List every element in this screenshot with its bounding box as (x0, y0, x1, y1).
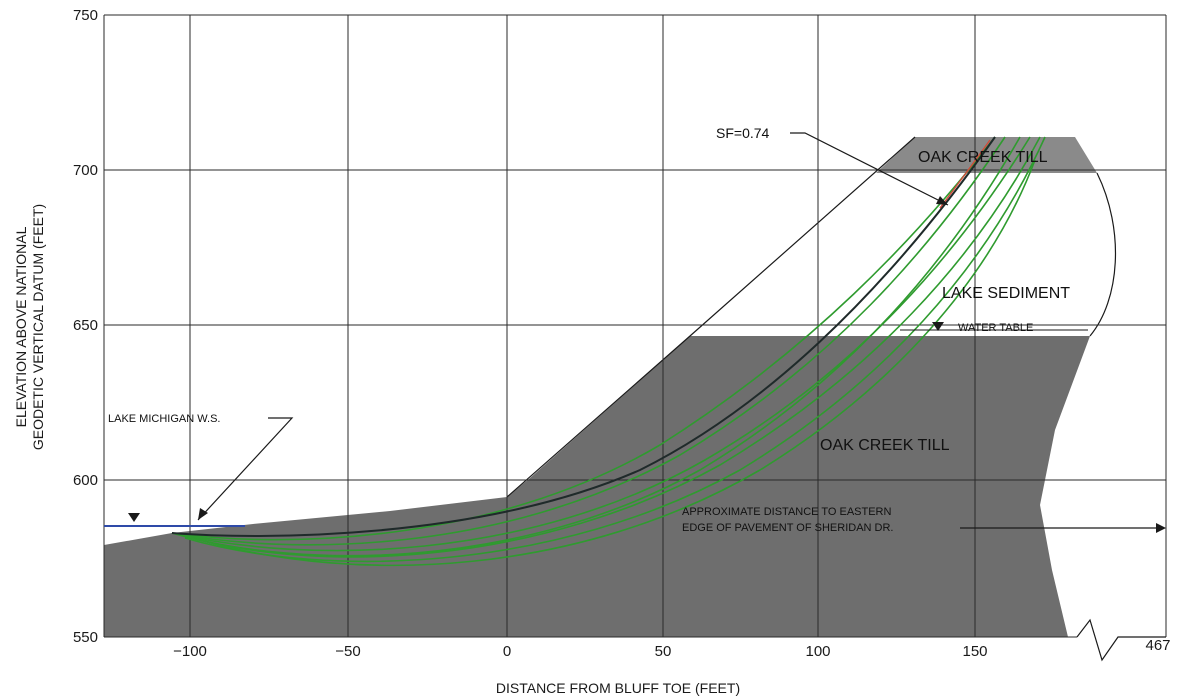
axis-break-symbol (1076, 618, 1166, 662)
label-oak-creek-till-top: OAK CREEK TILL (918, 149, 1048, 166)
lake-sediment-right-boundary (1089, 172, 1117, 337)
trial-slip-surface (171, 136, 996, 541)
water-table-marker (932, 322, 944, 331)
y-tick-650: 650 (73, 317, 98, 334)
label-lake-sediment: LAKE SEDIMENT (942, 285, 1070, 302)
x-tick-neg100: −100 (173, 643, 207, 660)
sf-arrowhead (936, 196, 948, 205)
y-axis-title-line1: ELEVATION ABOVE NATIONAL (13, 226, 29, 427)
lake-water-level-marker (128, 513, 140, 522)
label-approx-distance-line2: EDGE OF PAVEMENT OF SHERIDAN DR. (682, 522, 893, 534)
x-axis-title: DISTANCE FROM BLUFF TOE (FEET) (496, 680, 740, 696)
trial-slip-surfaces (171, 136, 1046, 567)
x-tick-150: 150 (962, 643, 987, 660)
label-water-table: WATER TABLE (958, 322, 1033, 334)
trial-slip-surface (171, 136, 1031, 552)
y-axis-title-line2: GEODETIC VERTICAL DATUM (FEET) (30, 204, 46, 450)
trial-slip-surface (199, 159, 1036, 567)
label-approx-distance-line1: APPROXIMATE DISTANCE TO EASTERN (682, 506, 892, 518)
y-tick-600: 600 (73, 472, 98, 489)
label-oak-creek-till-bottom: OAK CREEK TILL (820, 437, 950, 454)
trial-slip-surface (179, 136, 1041, 558)
x-tick-neg50: −50 (335, 643, 360, 660)
lake-ws-leader (197, 417, 294, 521)
critical-slip-surface (171, 136, 996, 537)
y-tick-750: 750 (73, 7, 98, 24)
y-tick-550: 550 (73, 629, 98, 646)
x-tick-50: 50 (655, 643, 672, 660)
bluff-slope-surface (506, 136, 916, 498)
trial-slip-surface (171, 136, 1021, 557)
sf-leader (790, 132, 949, 206)
sheridan-dr-arrowhead (1156, 523, 1166, 533)
label-lake-michigan-ws: LAKE MICHIGAN W.S. (108, 413, 220, 425)
x-tick-0: 0 (503, 643, 511, 660)
lake-ws-arrowhead (198, 508, 208, 520)
leader-lines (197, 132, 1162, 529)
y-tick-700: 700 (73, 162, 98, 179)
label-safety-factor: SF=0.74 (716, 125, 770, 141)
x-tick-100: 100 (805, 643, 830, 660)
trial-slip-surface (184, 136, 1046, 563)
oak-creek-till-upper-region (876, 137, 1097, 173)
x-tick-break-467: 467 (1145, 637, 1170, 654)
trial-slip-surface (171, 136, 1006, 546)
